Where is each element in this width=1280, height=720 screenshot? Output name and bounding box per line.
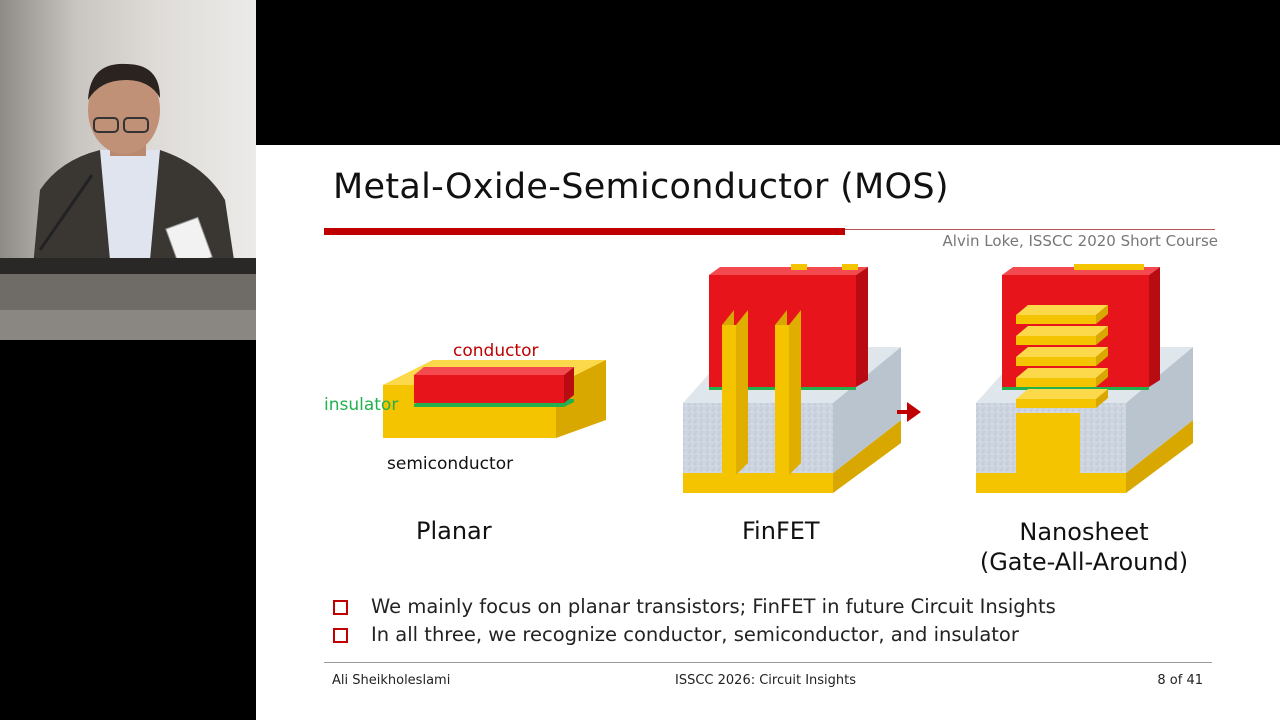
caption-planar: Planar [416,517,492,545]
caption-nanosheet-line2: (Gate-All-Around) [967,547,1201,577]
transistor-diagrams: conductor insulator semiconductor [256,145,1280,505]
footer-divider [324,662,1212,663]
bullet-text: We mainly focus on planar transistors; F… [371,595,1056,618]
square-bullet-icon [333,600,348,615]
footer-event: ISSCC 2026: Circuit Insights [675,673,856,688]
semiconductor-label: semiconductor [387,454,513,474]
bullet-list: We mainly focus on planar transistors; F… [333,594,1056,650]
planar-transistor-diagram: conductor insulator semiconductor [324,341,606,474]
finfet-transistor-diagram [683,264,921,493]
bullet-text: In all three, we recognize conductor, se… [371,623,1019,646]
nanosheet-transistor-diagram [976,264,1193,493]
caption-nanosheet-line1: Nanosheet [967,517,1201,547]
conductor-label: conductor [453,341,539,361]
speaker-video-feed [0,0,256,340]
caption-finfet: FinFET [742,517,820,545]
footer-author: Ali Sheikholeslami [332,673,450,688]
nanosheet-stack [1016,305,1108,408]
presentation-slide: Metal-Oxide-Semiconductor (MOS) Alvin Lo… [256,145,1280,720]
insulator-label: insulator [324,395,398,415]
footer-page-number: 8 of 41 [1157,673,1203,688]
list-item: We mainly focus on planar transistors; F… [333,594,1056,622]
list-item: In all three, we recognize conductor, se… [333,622,1056,650]
square-bullet-icon [333,628,348,643]
speaker-image [0,0,256,340]
planar-conductor [414,375,564,403]
caption-nanosheet: Nanosheet (Gate-All-Around) [967,517,1201,577]
finfet-oxide [683,403,833,473]
finfet-fin [722,325,736,475]
finfet-fin [775,325,789,475]
